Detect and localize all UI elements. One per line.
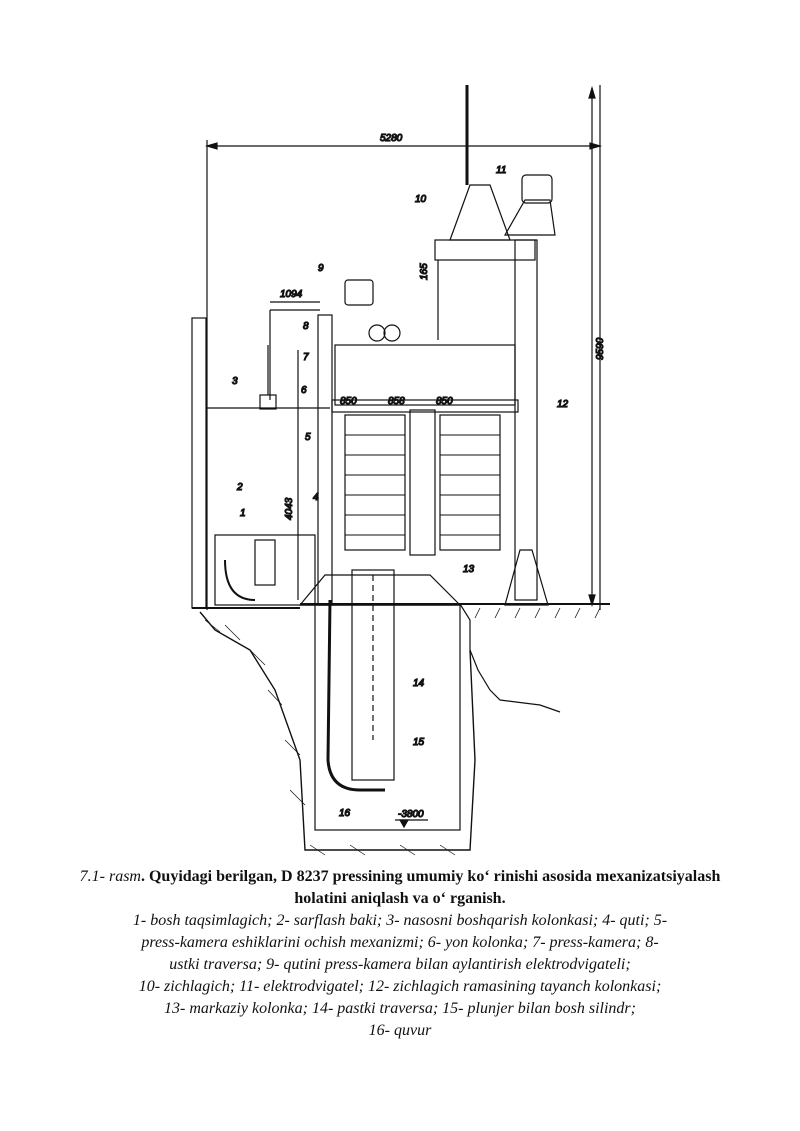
- consumption-tank: [214, 534, 316, 606]
- callout-8: 8: [303, 321, 309, 332]
- callout-6: 6: [301, 385, 307, 396]
- upper-traverse: [334, 344, 516, 406]
- callout-13: 13: [463, 564, 475, 575]
- legend-line: 10- zichlagich; 11- elektrodvigatel; 12-…: [138, 978, 662, 995]
- callout-4: 4: [313, 492, 319, 503]
- callout-10: 10: [415, 194, 427, 205]
- callout-15: 15: [413, 737, 425, 748]
- pump-control-column: [259, 394, 277, 410]
- dim-total-height: 9590: [595, 337, 606, 360]
- dim-overall-width: 5280: [380, 133, 403, 144]
- press-drawing-svg: 5280 9590 -3800 850 858 850: [191, 85, 610, 856]
- legend-line: 1- bosh taqsimlagich; 2- sarflash baki; …: [132, 912, 668, 929]
- callout-3: 3: [232, 376, 238, 387]
- support-column: [514, 239, 538, 601]
- dim-span-b: 858: [388, 396, 405, 407]
- dim-column-height: 4043: [284, 497, 295, 520]
- left-wall: [191, 317, 207, 609]
- dim-top-gap: 165: [419, 263, 430, 280]
- press-chamber-right: [439, 414, 501, 551]
- callout-11: 11: [496, 165, 506, 176]
- callout-1: 1: [240, 508, 246, 519]
- callout-7: 7: [303, 352, 309, 363]
- main-distributor: [254, 539, 276, 586]
- callout-2: 2: [236, 482, 243, 493]
- legend-line: press-kamera eshiklarini ochish mexanizm…: [141, 934, 659, 951]
- legend-line: ustki traversa; 9- qutini press-kamera b…: [169, 956, 631, 973]
- callout-5: 5: [305, 432, 311, 443]
- press-chamber-left: [344, 414, 406, 551]
- lower-traverse: [298, 574, 462, 606]
- dim-span-a: 850: [340, 396, 357, 407]
- figure-caption: 7.1- rasm. Quyidagi berilgan, D 8237 pre…: [60, 866, 740, 1042]
- central-column: [409, 409, 436, 556]
- motor-11: [521, 174, 553, 204]
- callout-14: 14: [413, 678, 425, 689]
- dim-span-c: 850: [436, 396, 453, 407]
- figure-number: 7.1- rasm: [79, 868, 141, 885]
- figure-legend: 1- bosh taqsimlagich; 2- sarflash baki; …: [60, 910, 740, 1042]
- dim-left-offset: 1094: [280, 289, 303, 300]
- main-cylinder: [351, 569, 395, 781]
- callout-16: 16: [339, 808, 351, 819]
- legend-line: 16- quvur: [368, 1022, 432, 1039]
- figure-title: Quyidagi berilgan, D 8237 pressining umu…: [148, 868, 721, 907]
- motor-9: [344, 279, 374, 306]
- callout-9: 9: [318, 263, 324, 274]
- callout-12: 12: [557, 399, 569, 410]
- pit: [314, 604, 461, 831]
- title-separator: .: [140, 868, 149, 885]
- caption-title-block: 7.1- rasm. Quyidagi berilgan, D 8237 pre…: [60, 866, 740, 910]
- technical-drawing: 5280 9590 -3800 850 858 850: [191, 85, 610, 856]
- side-column: [317, 314, 333, 606]
- legend-line: 13- markaziy kolonka; 14- pastki travers…: [164, 1000, 636, 1017]
- dim-pit-depth: -3800: [398, 809, 424, 820]
